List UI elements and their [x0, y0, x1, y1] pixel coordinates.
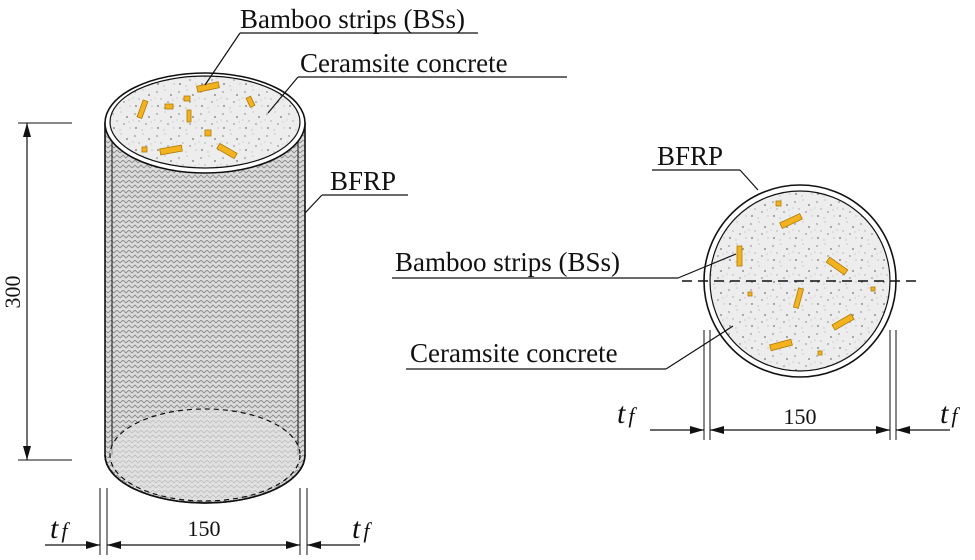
arrow-left: [710, 426, 724, 434]
label-bfrp-right: BFRP: [657, 141, 723, 171]
arrow: [690, 426, 704, 434]
bamboo-strip: [825, 256, 849, 276]
bamboo-strip: [204, 129, 212, 137]
arrow-down: [23, 446, 31, 460]
diameter-value-right: 150: [784, 404, 817, 429]
bamboo-strip: [196, 81, 220, 93]
right-annotations: BFRP Bamboo strips (BSs) Ceramsite concr…: [392, 141, 759, 370]
cylinder-specimen: [104, 72, 306, 504]
diameter-value-left: 150: [188, 516, 221, 541]
bamboo-strip: [779, 213, 803, 229]
bamboo-strip: [216, 142, 238, 160]
bamboo-strip: [775, 200, 782, 207]
cross-section: [682, 184, 922, 378]
bamboo-strip: [183, 95, 191, 102]
bamboo-strip: [747, 291, 753, 297]
leader-bamboo-left: [204, 32, 241, 86]
top-bamboo-strips: [136, 81, 256, 160]
left-annotations: Bamboo strips (BSs) Ceramsite concrete B…: [204, 4, 567, 214]
label-bfrp-left: BFRP: [330, 166, 396, 196]
bamboo-strip: [831, 313, 855, 331]
bamboo-strip: [136, 99, 149, 119]
leader-bfrp-left: [304, 194, 323, 214]
leader-bfrp-right: [739, 169, 759, 191]
label-ceramsite-right: Ceramsite concrete: [410, 338, 618, 368]
bamboo-strip: [870, 286, 876, 292]
bamboo-strip: [164, 103, 174, 110]
bamboo-strip: [792, 287, 804, 309]
height-dimension: 300: [0, 122, 72, 461]
leader-ceramsite-left: [267, 76, 299, 114]
arrow: [307, 541, 321, 549]
label-bamboo-strips-left: Bamboo strips (BSs): [240, 4, 465, 34]
label-ceramsite-left: Ceramsite concrete: [300, 48, 508, 78]
section-bamboo-strips: [736, 200, 876, 356]
label-bamboo-strips-right: Bamboo strips (BSs): [395, 247, 620, 277]
bamboo-strip: [186, 109, 192, 123]
arrow: [86, 541, 100, 549]
arrow-right: [286, 541, 300, 549]
arrow-up: [23, 123, 31, 137]
bamboo-strip: [736, 245, 743, 267]
bamboo-strip: [141, 146, 148, 153]
arrow: [896, 426, 910, 434]
height-value: 300: [0, 276, 25, 309]
top-concrete-face: [109, 75, 301, 169]
bottom-ellipse-hidden: [109, 408, 301, 502]
bottom-edge: [104, 454, 306, 504]
leader-bamboo-right: [677, 253, 737, 279]
bamboo-strip: [159, 144, 183, 156]
bamboo-strip: [245, 95, 256, 108]
arrow-left: [107, 541, 121, 549]
bamboo-strip: [769, 338, 793, 352]
arrow-right: [876, 426, 890, 434]
bamboo-strip: [817, 350, 823, 356]
leader-ceramsite-right: [665, 325, 734, 370]
